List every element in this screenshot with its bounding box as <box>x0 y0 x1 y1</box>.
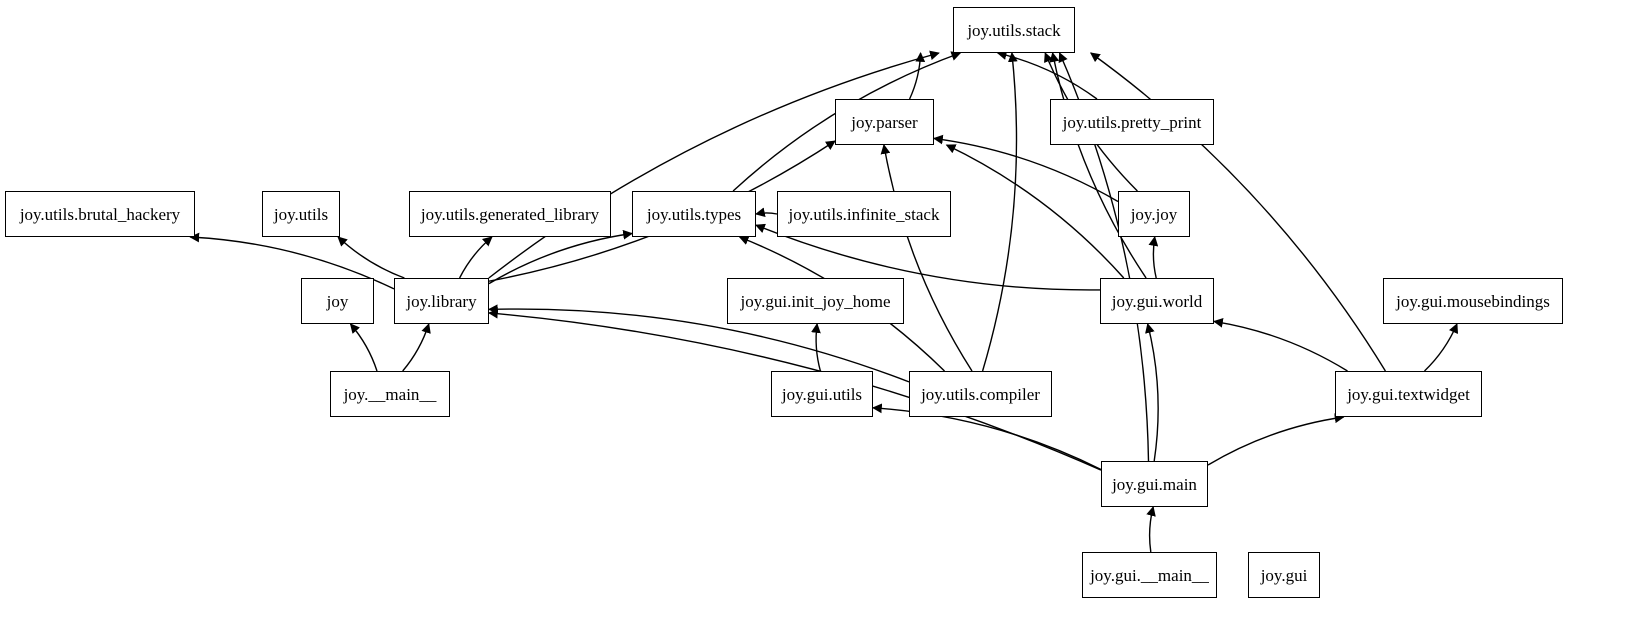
edge-joy-gui-world-to-joy-parser <box>945 144 1125 279</box>
edge-joy-gui-main-to-joy-gui-textwidget <box>1207 413 1345 466</box>
node-joy-gui-mousebindings[interactable]: joy.gui.mousebindings <box>1383 278 1563 324</box>
node-label: joy.gui.init_joy_home <box>740 291 891 311</box>
node-label: joy.utils.infinite_stack <box>788 204 940 224</box>
edge-joy-gui---main---to-joy-gui-main <box>1146 506 1156 553</box>
node-label: joy.__main__ <box>343 384 437 404</box>
edge-joy-library-to-joy-utils-types <box>488 229 633 285</box>
edge-joy-utils-compiler-to-joy-utils-stack <box>981 52 1018 372</box>
node-joy-utils[interactable]: joy.utils <box>262 191 340 237</box>
edge-joy-gui-world-to-joy-utils-stack <box>1049 52 1147 279</box>
node-joy-utils-pretty-print[interactable]: joy.utils.pretty_print <box>1050 99 1214 145</box>
node-label: joy.gui.__main__ <box>1090 565 1209 585</box>
node-joy-gui-utils[interactable]: joy.gui.utils <box>771 371 873 417</box>
edge-joy-gui-main-to-joy-gui-world <box>1145 323 1159 462</box>
node-joy-gui-world[interactable]: joy.gui.world <box>1100 278 1214 324</box>
node-label: joy <box>326 291 349 311</box>
edge-joy---main---to-joy-library <box>402 323 431 372</box>
node-label: joy.parser <box>851 112 918 132</box>
node-label: joy.gui.main <box>1112 474 1197 494</box>
node-joy---main--[interactable]: joy.__main__ <box>330 371 450 417</box>
edge-joy-gui-utils-to-joy-gui-init-joy-home <box>811 323 822 372</box>
node-label: joy.utils <box>273 204 329 224</box>
node-label: joy.library <box>406 291 477 311</box>
edge-joy-utils-compiler-to-joy-parser <box>880 144 973 372</box>
node-label: joy.gui.mousebindings <box>1396 291 1550 311</box>
node-joy-utils-compiler[interactable]: joy.utils.compiler <box>909 371 1052 417</box>
node-label: joy.joy <box>1130 204 1178 224</box>
edge-joy-library-to-joy-utils-generated-library <box>458 236 493 279</box>
node-joy-gui---main--[interactable]: joy.gui.__main__ <box>1082 552 1217 598</box>
node-joy-utils-stack[interactable]: joy.utils.stack <box>953 7 1075 53</box>
node-joy-gui[interactable]: joy.gui <box>1248 552 1320 598</box>
node-label: joy.utils.generated_library <box>420 204 600 224</box>
node-label: joy.utils.compiler <box>921 384 1040 404</box>
node-joy-joy[interactable]: joy.joy <box>1118 191 1190 237</box>
node-joy-library[interactable]: joy.library <box>394 278 489 324</box>
node-joy-gui-main[interactable]: joy.gui.main <box>1101 461 1208 507</box>
node-label: joy.gui <box>1260 565 1308 585</box>
node-joy-parser[interactable]: joy.parser <box>835 99 934 145</box>
edge-joy-gui-textwidget-to-joy-utils-stack <box>1090 52 1386 372</box>
node-joy[interactable]: joy <box>301 278 374 324</box>
edge-joy---main---to-joy <box>349 323 378 372</box>
node-joy-utils-types[interactable]: joy.utils.types <box>632 191 756 237</box>
node-joy-utils-generated-library[interactable]: joy.utils.generated_library <box>409 191 611 237</box>
edge-joy-utils-infinite-stack-to-joy-utils-types <box>755 207 778 218</box>
node-label: joy.utils.brutal_hackery <box>19 204 181 224</box>
node-label: joy.utils.stack <box>967 20 1061 40</box>
node-label: joy.gui.utils <box>781 384 863 404</box>
edge-joy-gui-textwidget-to-joy-gui-mousebindings <box>1424 323 1459 372</box>
edge-joy-gui-world-to-joy-joy <box>1148 236 1159 279</box>
edge-joy-gui-world-to-joy-utils-types <box>755 223 1101 291</box>
edge-joy-library-to-joy-utils-stack <box>488 50 940 279</box>
edge-joy-library-to-joy-utils <box>337 236 405 279</box>
node-joy-gui-init-joy-home[interactable]: joy.gui.init_joy_home <box>727 278 904 324</box>
edge-joy-gui-textwidget-to-joy-gui-world <box>1213 317 1348 372</box>
node-joy-gui-textwidget[interactable]: joy.gui.textwidget <box>1335 371 1482 417</box>
node-label: joy.utils.pretty_print <box>1062 112 1202 132</box>
node-joy-utils-infinite-stack[interactable]: joy.utils.infinite_stack <box>777 191 951 237</box>
edge-joy-gui-main-to-joy-gui-utils <box>872 403 1102 471</box>
edge-joy-parser-to-joy-utils-stack <box>908 52 926 100</box>
node-joy-utils-brutal-hackery[interactable]: joy.utils.brutal_hackery <box>5 191 195 237</box>
node-label: joy.gui.textwidget <box>1347 384 1470 404</box>
node-label: joy.utils.types <box>646 204 742 224</box>
edge-joy-utils-compiler-to-joy-library <box>488 304 910 383</box>
node-label: joy.gui.world <box>1111 291 1203 311</box>
